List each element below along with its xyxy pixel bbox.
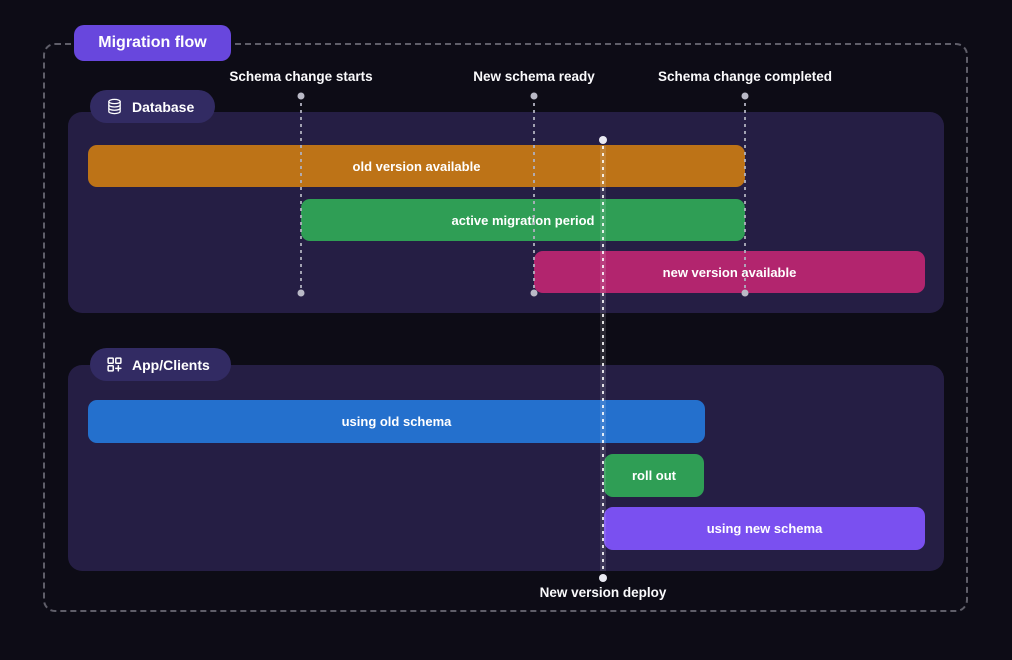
marker-line xyxy=(744,103,746,288)
marker-line xyxy=(300,103,302,288)
diagram-title: Migration flow xyxy=(98,34,207,51)
marker-label: Schema change completed xyxy=(657,69,833,84)
bar-active-migration-period: active migration period xyxy=(301,199,745,241)
database-icon xyxy=(106,98,123,115)
bar-label: active migration period xyxy=(451,212,595,228)
bar-label: using new schema xyxy=(706,521,823,536)
bar-label: old version available xyxy=(352,158,481,174)
deploy-marker-dot xyxy=(599,574,607,582)
bar-using-old-schema: using old schema xyxy=(88,400,705,443)
deploy-marker-line xyxy=(600,146,606,571)
diagram-title-badge: Migration flow xyxy=(74,25,231,61)
apps-icon xyxy=(106,356,123,373)
bar-label: roll out xyxy=(631,468,677,483)
bar-label: new version available xyxy=(662,264,797,280)
section-label: App/Clients xyxy=(132,356,210,373)
marker-dot xyxy=(741,92,749,100)
diagram-frame xyxy=(43,43,968,612)
marker-dot xyxy=(297,289,305,297)
marker-label: New schema ready xyxy=(473,69,595,84)
app-clients-section-pill: App/Clients xyxy=(90,348,231,381)
database-section-pill: Database xyxy=(90,90,215,123)
section-label: Database xyxy=(132,98,195,115)
bar-using-new-schema: using new schema xyxy=(604,507,925,550)
marker-line xyxy=(533,103,535,288)
marker-dot xyxy=(741,289,749,297)
marker-dot xyxy=(530,289,538,297)
deploy-marker-dot xyxy=(599,136,607,144)
marker-dot xyxy=(530,92,538,100)
bar-old-version-available: old version available xyxy=(88,145,745,187)
bar-roll-out: roll out xyxy=(604,454,704,497)
marker-dot xyxy=(297,92,305,100)
marker-label: Schema change starts xyxy=(229,69,373,84)
bar-new-version-available: new version available xyxy=(534,251,925,293)
bar-label: using old schema xyxy=(341,414,452,429)
deploy-marker-label: New version deploy xyxy=(539,585,667,600)
